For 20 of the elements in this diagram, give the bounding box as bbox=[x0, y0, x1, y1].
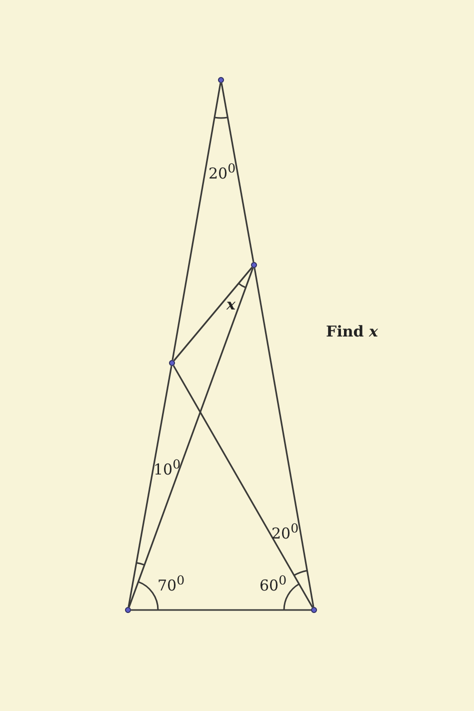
unknown-angle-label: x bbox=[226, 298, 236, 312]
line-segment bbox=[131, 609, 311, 611]
angle-label: 10$^{0}$ bbox=[153, 458, 181, 478]
angle-label: 60$^{0}$ bbox=[259, 574, 287, 594]
line-segment bbox=[220, 82, 254, 262]
line-segment bbox=[172, 82, 222, 360]
line-segment bbox=[172, 365, 314, 608]
vertex-point bbox=[169, 360, 175, 366]
angle-label: 20$^{0}$ bbox=[271, 522, 299, 542]
task-text: Find x bbox=[326, 324, 378, 340]
vertex-point bbox=[125, 607, 131, 613]
line-segment bbox=[173, 266, 253, 362]
line-segment bbox=[128, 268, 254, 608]
vertex-point bbox=[311, 607, 317, 613]
angle-label: 70$^{0}$ bbox=[157, 574, 185, 594]
vertex-point bbox=[218, 77, 224, 83]
line-segment bbox=[254, 268, 314, 608]
angle-label: 20$^{0}$ bbox=[208, 162, 236, 182]
vertex-point bbox=[251, 262, 257, 268]
line-segment bbox=[128, 366, 172, 608]
